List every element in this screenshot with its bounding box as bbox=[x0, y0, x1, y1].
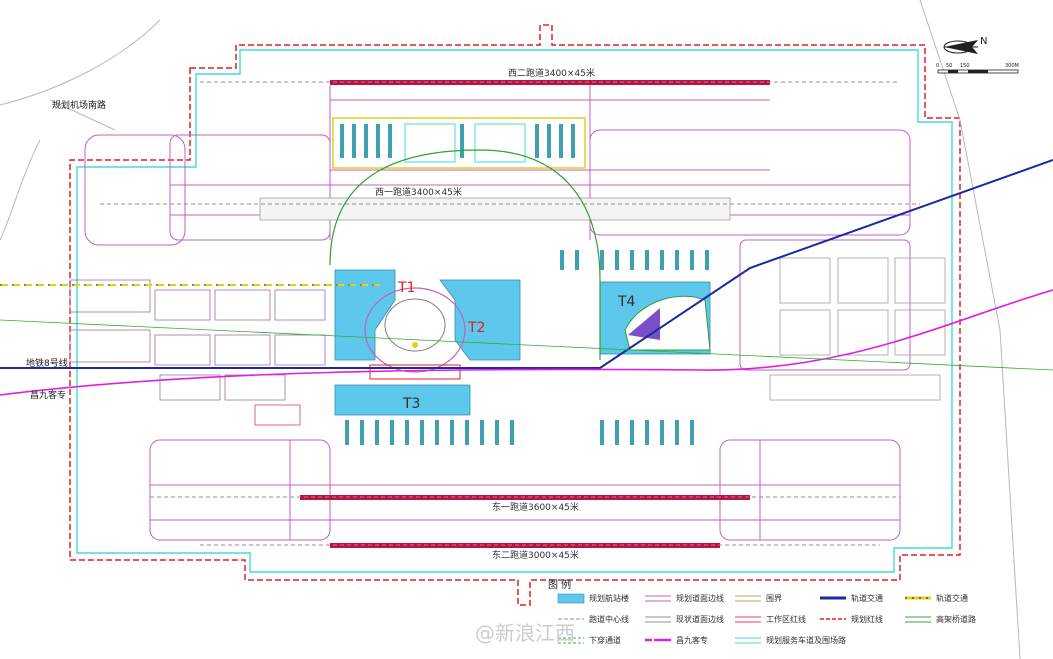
compass-north-label: N bbox=[980, 36, 987, 47]
external-roads bbox=[0, 0, 1021, 659]
green-rail bbox=[0, 319, 1053, 371]
runway-west1 bbox=[100, 197, 920, 221]
runway-west2 bbox=[200, 80, 900, 85]
scale-label-2: 150 bbox=[960, 63, 970, 69]
compass-icon bbox=[943, 40, 978, 54]
scale-label-1: 50 bbox=[946, 63, 952, 69]
north-apron bbox=[332, 117, 586, 169]
west-parcels bbox=[69, 279, 326, 426]
runway-east1 bbox=[150, 495, 900, 500]
scale-label-3: 300M bbox=[1005, 63, 1019, 69]
south-road-label: 规划机场南路 bbox=[52, 99, 106, 111]
metro8-label: 地铁8号线 bbox=[26, 357, 68, 369]
terminal-t1-label: T1 bbox=[397, 280, 415, 296]
terminal-t3 bbox=[334, 384, 471, 416]
service-road-perimeter bbox=[76, 49, 953, 573]
elevated-road-loop bbox=[329, 149, 601, 360]
runway-east1-label: 东一跑道3600×45米 bbox=[492, 501, 579, 513]
runway-west2-label: 西二跑道3400×45米 bbox=[508, 67, 595, 79]
terminal-t2-label: T2 bbox=[467, 320, 485, 336]
terminal-t4-label: T4 bbox=[617, 294, 636, 310]
runway-east2 bbox=[200, 543, 880, 548]
changjiu-passenger-rail bbox=[0, 289, 1053, 396]
terminal-t1 bbox=[334, 269, 396, 361]
scale-bar bbox=[937, 69, 1019, 74]
runway-west1-label: 西一跑道3400×45米 bbox=[375, 186, 462, 198]
apron-grid bbox=[84, 85, 911, 541]
east-parcels bbox=[769, 257, 946, 401]
terminal-t2 bbox=[439, 279, 521, 361]
contact-stands bbox=[345, 250, 709, 445]
runway-east2-label: 东二跑道3000×45米 bbox=[492, 549, 579, 561]
scale-label-0: 0 bbox=[936, 63, 939, 69]
terminal-t3-label: T3 bbox=[402, 396, 420, 412]
changjiu-label: 昌九客专 bbox=[30, 389, 66, 401]
terminal-t4 bbox=[599, 281, 711, 355]
metro-line-8 bbox=[0, 159, 1053, 369]
